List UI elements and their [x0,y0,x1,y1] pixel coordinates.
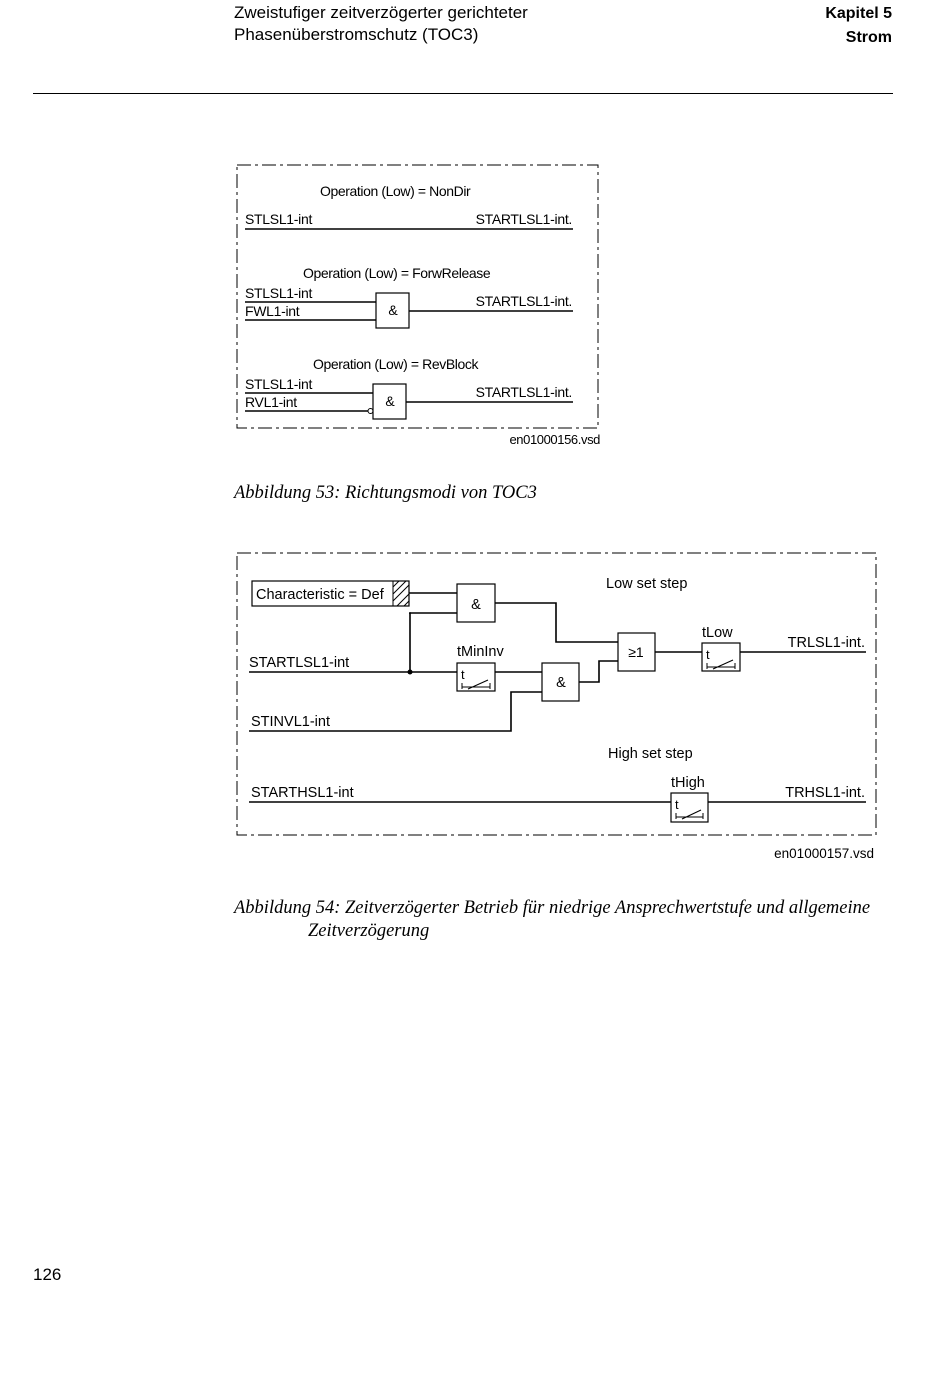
fig53-frame [236,164,599,429]
fig53-mode2-title: Operation (Low) = ForwRelease [303,265,491,281]
fig53-mode3-output: STARTLSL1-int. [476,384,572,400]
figure-54-diagram: Characteristic = Def & Low set step STAR… [236,552,877,861]
fig54-caption-line1: Abbildung 54: Zeitverzögerter Betrieb fü… [234,898,871,918]
fig54-input-stinvl1: STINVL1-int [251,714,330,730]
fig54-thigh-symbol [675,809,704,820]
fig54-high-set-step: High set step [608,746,693,762]
header-title-line2: Phasenüberstromschutz (TOC3) [234,25,479,44]
header-title-line1: Zweistufiger zeitverzögerter gerichteter [234,3,528,22]
fig54-and2-label: & [556,675,566,691]
fig54-tlow-t: t [706,647,710,662]
fig54-input-startlsl1: STARTLSL1-int [249,655,349,671]
fig54-tmininv-label: tMinInv [457,644,504,660]
fig54-characteristic-hatch [392,580,410,607]
figure-54-caption: Abbildung 54: Zeitverzögerter Betrieb fü… [234,897,870,943]
fig54-frame [236,552,877,836]
fig54-tlow-label: tLow [702,625,733,641]
fig54-and1-to-or [495,602,618,643]
fig54-low-set-step: Low set step [606,576,687,592]
fig54-output-trlsl1: TRLSL1-int. [788,635,865,651]
fig53-mode2-gate-label: & [388,302,398,318]
fig54-tlow-timer [701,642,741,672]
fig53-mode3-input1: STLSL1-int [245,376,312,392]
fig54-and2-to-or [579,660,618,683]
fig53-mode2-input1: STLSL1-int [245,285,312,301]
fig54-branch-vertical [409,612,411,672]
header-section: Strom [845,29,892,46]
fig53-mode3-gate-label: & [385,393,395,409]
fig54-caption-line2: Zeitverzögerung [308,921,430,941]
page-number: 126 [33,1265,62,1284]
fig54-and1-label: & [471,597,481,613]
fig53-mode2-and-gate [375,292,410,329]
figure-53-diagram: Operation (Low) = NonDir STLSL1-int STAR… [236,164,601,447]
header-rule [33,93,893,94]
fig54-or-label: ≥1 [628,644,644,660]
fig53-mode3-input2: RVL1-int [245,394,297,410]
fig53-mode1-input: STLSL1-int [245,211,312,227]
fig53-mode1-title: Operation (Low) = NonDir [320,183,471,199]
fig53-mode3-and-gate [372,383,407,420]
figure-53-caption: Abbildung 53: Richtungsmodi von TOC3 [234,483,537,503]
fig54-tmininv-t: t [461,667,465,682]
fig53-mode1-output: STARTLSL1-int. [476,211,572,227]
fig54-input-starthsl1: STARTHSL1-int [251,785,354,801]
fig54-and-gate-1 [456,583,496,623]
running-header-chapter: Kapitel 5 Strom [825,2,892,50]
fig54-tlow-symbol [706,659,736,670]
fig53-mode3-title: Operation (Low) = RevBlock [313,356,479,372]
fig54-output-trhsl1: TRHSL1-int. [785,785,865,801]
running-header-title: Zweistufiger zeitverzögerter gerichteter… [234,2,528,46]
fig54-characteristic-label: Characteristic = Def [256,587,385,603]
fig54-tmininv-timer [456,662,496,692]
fig53-mode2-output: STARTLSL1-int. [476,293,572,309]
fig54-stinvl1-line [249,691,542,732]
fig54-thigh-label: tHigh [671,775,705,791]
fig54-characteristic-box [251,580,410,607]
fig54-and-gate-2 [541,662,580,702]
fig53-mode2-input2: FWL1-int [245,303,300,319]
header-chapter: Kapitel 5 [825,5,892,22]
fig54-tmininv-symbol [461,679,491,690]
fig54-file-id: en01000157.vsd [774,846,874,861]
fig53-file-id: en01000156.vsd [509,432,600,447]
fig54-thigh-t: t [675,797,679,812]
